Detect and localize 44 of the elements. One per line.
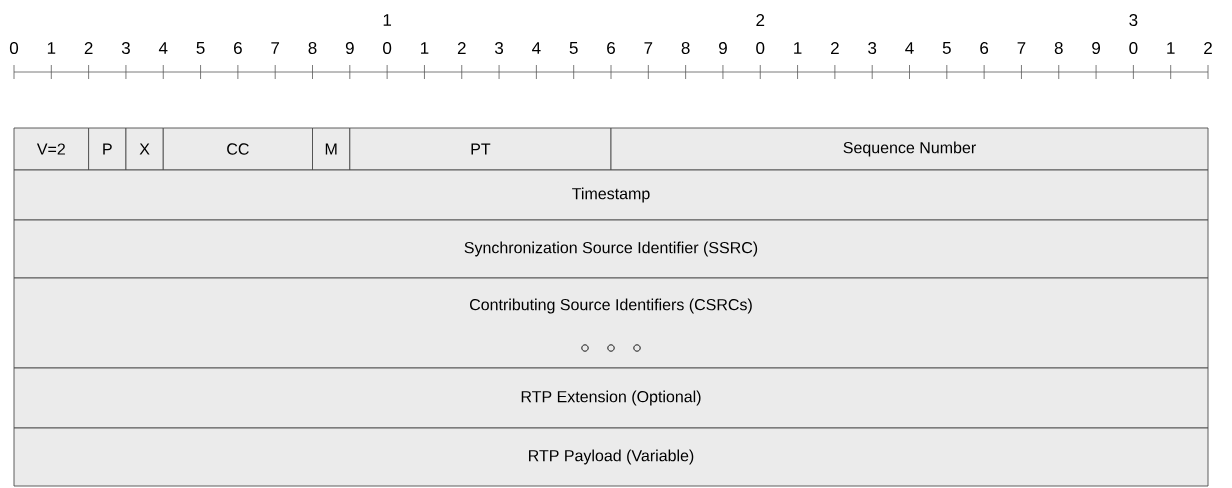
bit-number: 2	[831, 42, 839, 54]
field-cell: RTP Extension (Optional)	[13, 367, 1209, 429]
bit-number: 5	[569, 42, 578, 54]
field-cell: X	[125, 127, 164, 171]
bit-number: 1	[1167, 42, 1175, 54]
field-cell: RTP Payload (Variable)	[13, 427, 1209, 487]
bit-number: 8	[1054, 42, 1063, 55]
bit-number: 0	[1129, 42, 1138, 55]
bit-number: 4	[158, 42, 168, 54]
bit-number: 0	[756, 42, 765, 55]
bit-number: 5	[196, 42, 205, 54]
bit-number: 6	[980, 42, 989, 55]
bit-number: 4	[905, 42, 914, 54]
bit-number: 3	[868, 42, 877, 55]
bit-number: 0	[9, 42, 19, 55]
bit-number: 9	[345, 42, 354, 55]
bit-number: 8	[681, 42, 690, 55]
bit-number: 7	[271, 42, 280, 54]
bit-number: 3	[121, 42, 130, 55]
field-cell: Contributing Source Identifiers (CSRCs)	[13, 277, 1209, 369]
bit-number: 1	[47, 42, 56, 54]
bit-number: 2	[457, 42, 466, 54]
bit-number: 3	[495, 42, 504, 55]
bit-number: 5	[942, 42, 951, 54]
bit-number: 7	[1017, 42, 1026, 54]
bit-number: 2	[84, 42, 93, 54]
bit-number: 2	[1204, 42, 1212, 54]
bit-number: 6	[607, 42, 615, 55]
bit-number: 1	[383, 14, 391, 26]
bit-number: 8	[308, 42, 317, 55]
bit-number: 6	[234, 42, 242, 55]
bit-number: 9	[1092, 42, 1100, 55]
bit-number: 9	[719, 42, 727, 55]
bit-number: 4	[532, 42, 541, 54]
field-cell: M	[312, 127, 351, 171]
bit-number: 1	[794, 42, 802, 54]
bit-number: 2	[756, 14, 765, 26]
bit-number: 0	[383, 42, 392, 55]
bit-number: 7	[644, 42, 653, 54]
field-cell: P	[88, 127, 127, 171]
field-cell: Synchronization Source Identifier (SSRC)	[13, 219, 1209, 279]
bit-number: 1	[421, 42, 429, 54]
field-cell: V=2	[13, 127, 90, 171]
bit-number: 3	[1129, 14, 1138, 27]
